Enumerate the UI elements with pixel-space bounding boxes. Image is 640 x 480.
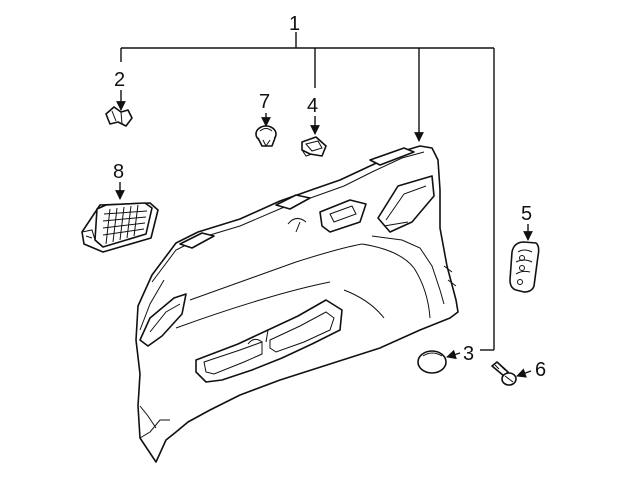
panel-right-pocket <box>377 175 435 233</box>
cap-part-3 <box>417 350 447 374</box>
callout-7: 7 <box>259 91 270 113</box>
clip-part-2 <box>105 106 133 127</box>
panel-slot-right <box>369 147 415 166</box>
trim-panel-part-1 <box>135 145 459 463</box>
callout-1: 1 <box>289 13 300 35</box>
lamp-part-8 <box>81 202 159 253</box>
panel-outline <box>135 145 459 463</box>
push-pin-part-7 <box>255 125 277 147</box>
callout-3: 3 <box>463 343 474 365</box>
leader-6-arrow <box>516 368 532 378</box>
panel-slot-left <box>179 232 215 249</box>
callout-labels: 1 2 7 4 8 5 3 6 <box>113 13 546 381</box>
callout-6: 6 <box>535 359 546 381</box>
leader-3-arrow <box>446 349 461 360</box>
callout-2: 2 <box>114 69 125 91</box>
callout-8: 8 <box>113 161 124 183</box>
panel-handle-recess <box>319 199 367 233</box>
callout-4: 4 <box>307 95 318 117</box>
lamp-lens-grid <box>102 204 148 245</box>
callout-5: 5 <box>521 203 532 225</box>
handle-part-5 <box>509 241 540 293</box>
bracket-clip-part-4 <box>301 136 327 157</box>
leader-lines <box>115 32 533 378</box>
screw-part-6 <box>491 361 517 386</box>
panel-slot-mid <box>275 194 311 210</box>
